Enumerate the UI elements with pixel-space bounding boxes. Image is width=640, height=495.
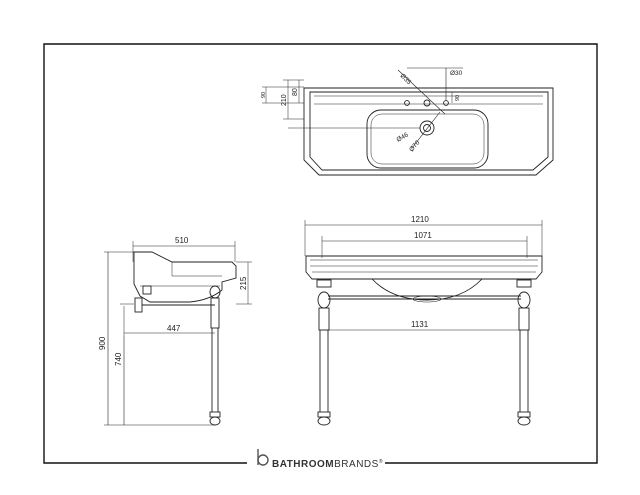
drain-inner [423,124,431,132]
dim-90-left: 90 [261,92,267,98]
dim-90-right: 90 [455,95,461,101]
dim-1071: 1071 [414,231,432,240]
svg-text:BATHROOMBRANDS®: BATHROOMBRANDS® [272,458,383,470]
basin-front [305,255,543,280]
dim-1131: 1131 [411,320,429,329]
dim-d35: Ø35 [399,72,413,86]
brand-name-light: BRANDS [334,459,379,470]
bowl-outline [366,109,489,169]
basin-side-profile [133,251,237,303]
dim-d30: Ø30 [450,70,463,77]
basin-outline-top [303,87,554,176]
side-view-labels: 510 215 447 900 740 [98,236,248,366]
left-leg-ball [317,291,331,309]
brand-logo: BATHROOMBRANDS® [257,449,383,470]
right-leg-ball [517,291,531,309]
top-view-labels: Ø30 Ø35 Ø46 Ø70 90 80 210 90 [261,70,463,153]
tap-hole-left [404,100,410,106]
towel-rail-end [134,297,143,313]
dim-1210: 1210 [411,215,429,224]
dim-447: 447 [167,324,181,333]
dim-d46: Ø46 [396,131,410,143]
drawing-border [43,43,598,464]
dim-210: 210 [281,94,288,106]
basin-inner-rim-top [309,91,549,171]
top-view [262,67,554,176]
brand-b-icon [257,449,269,466]
front-view-labels: 1210 1071 1131 [411,215,432,329]
front-view [304,220,543,426]
drain-outer [419,120,435,136]
side-leg-ball [209,285,221,299]
left-leg-bracket [316,279,332,288]
tap-hole-center [423,99,431,107]
brand-registered-mark: ® [379,458,383,465]
tap-hole-right [443,100,449,106]
dim-d70: Ø70 [408,139,422,153]
side-view [104,241,252,426]
dim-80: 80 [292,88,299,96]
bowl-underside-front [371,278,483,301]
right-leg-bracket [516,279,532,288]
dim-900: 900 [98,336,107,350]
dim-215: 215 [239,276,248,290]
dim-510: 510 [175,236,189,245]
dim-740: 740 [114,352,123,366]
brand-name-bold: BATHROOM [272,459,334,470]
